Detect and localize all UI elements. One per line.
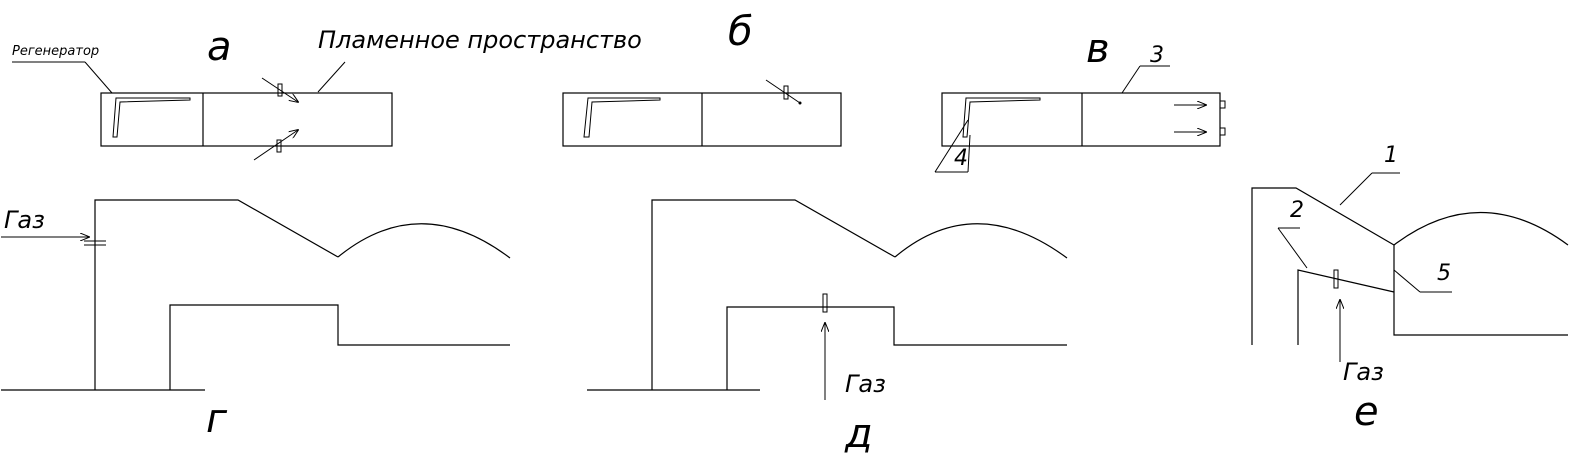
burner-arrow-top	[261, 77, 298, 102]
leader-5	[1393, 269, 1421, 293]
gas-label-d: Газ	[845, 370, 886, 398]
furnace-plan-a	[100, 92, 393, 147]
channel-e	[1297, 269, 1395, 345]
panel-g	[1, 199, 511, 391]
panel-a	[12, 61, 393, 161]
figure-label-a: а	[207, 24, 232, 70]
figure-label-b: б	[728, 9, 753, 55]
hearth-d	[726, 306, 1067, 390]
leader-1	[1339, 172, 1373, 206]
callout-4: 4	[954, 146, 968, 171]
callout-3: 3	[1150, 43, 1164, 68]
leader-3	[1121, 65, 1141, 94]
figure-label-e: е	[1354, 389, 1379, 435]
panel-v	[934, 65, 1226, 173]
regenerator-label: Регенератор	[12, 44, 99, 59]
panel-d	[587, 199, 1068, 400]
burner-e	[1333, 269, 1339, 289]
hearth-e	[1393, 245, 1568, 336]
furnace-plan-v	[941, 92, 1221, 147]
figure-label-v: в	[1086, 26, 1110, 72]
regenerator-wedge-v	[962, 97, 1041, 138]
burner-dot-b	[798, 101, 802, 105]
crown-arch-g	[337, 223, 511, 259]
burner-bottom	[276, 139, 282, 153]
panel-e	[1251, 172, 1569, 362]
figure-label-d: д	[844, 411, 873, 457]
leader-4b	[967, 134, 971, 173]
flame-space-leader	[317, 61, 346, 93]
burner-arrow-bottom	[253, 130, 298, 161]
burner-d	[822, 293, 828, 313]
callout-2: 2	[1290, 198, 1304, 223]
burner-b	[783, 85, 789, 100]
flame-space-label: Пламенное пространство	[318, 26, 642, 54]
callout-5: 5	[1437, 261, 1451, 286]
leader-2	[1277, 227, 1308, 269]
regenerator-leader	[84, 61, 113, 94]
burner-top	[277, 83, 283, 97]
furnace-wall-e	[1251, 187, 1395, 345]
furnace-wall-d	[651, 199, 896, 390]
crown-arch-e	[1393, 212, 1569, 246]
callout-1: 1	[1384, 143, 1398, 168]
regenerator-wedge-b	[583, 97, 661, 138]
figure-label-g: г	[206, 396, 228, 442]
regenerator-wedge	[112, 97, 191, 138]
gas-label-e: Газ	[1343, 358, 1384, 386]
leader-4a	[934, 119, 969, 173]
burner-line-b	[765, 79, 801, 104]
hearth-g	[169, 304, 510, 390]
crown-arch-d	[894, 223, 1068, 259]
nozzle-top	[1219, 100, 1226, 109]
furnace-wall-g	[94, 199, 339, 390]
nozzle-bottom	[1219, 127, 1226, 136]
panel-b	[562, 79, 842, 147]
gas-label-g: Газ	[4, 206, 45, 234]
